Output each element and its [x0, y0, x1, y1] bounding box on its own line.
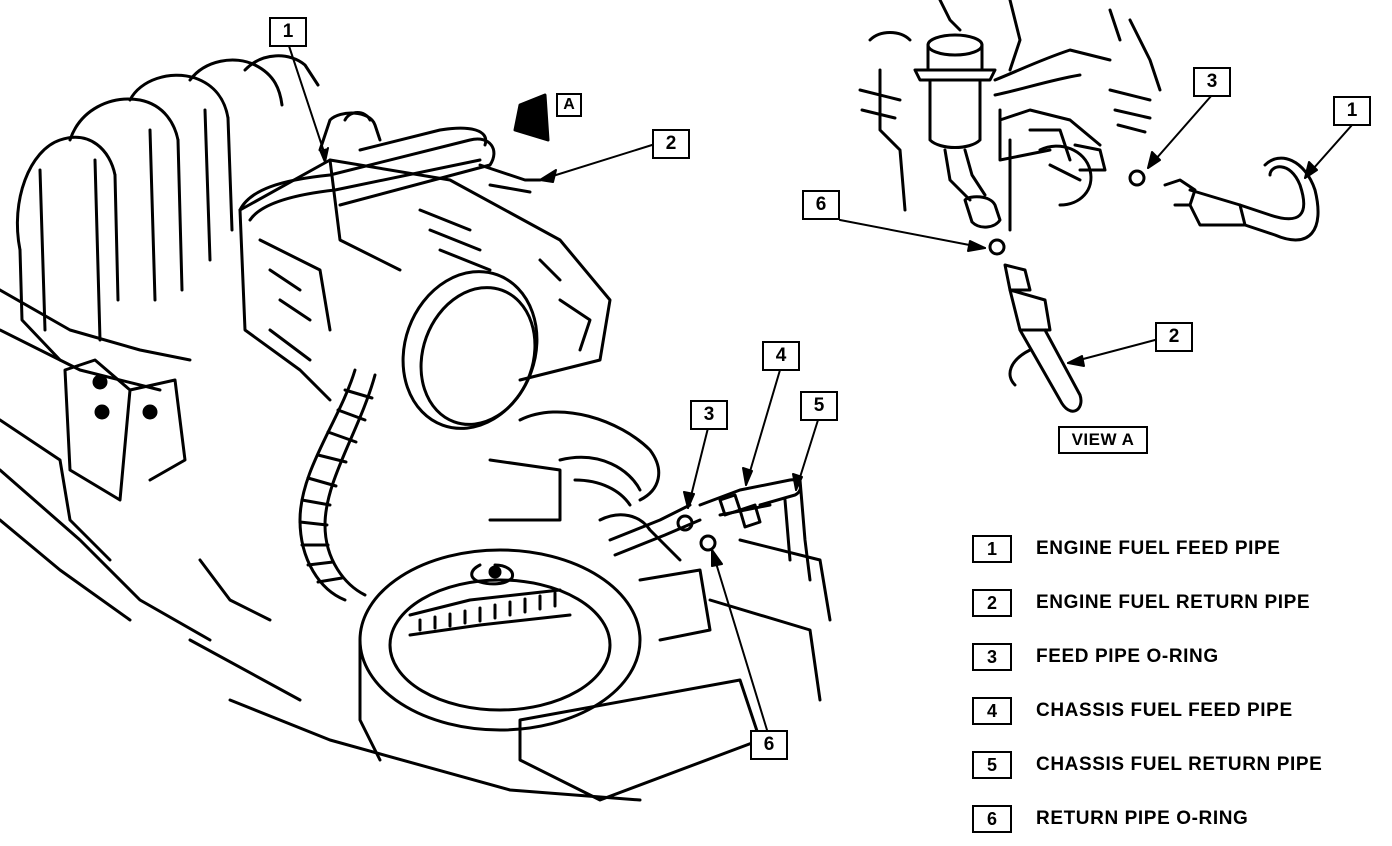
legend-label: RETURN PIPE O-RING [1036, 808, 1249, 829]
view-a-callout-2: 2 [1155, 322, 1193, 352]
pressure-regulator [913, 33, 1002, 229]
legend-label: ENGINE FUEL RETURN PIPE [1036, 592, 1311, 613]
legend-item: 1 ENGINE FUEL FEED PIPE [972, 522, 1382, 576]
pipe-fittings [608, 478, 812, 582]
legend-item: 2 ENGINE FUEL RETURN PIPE [972, 576, 1382, 630]
view-a-callout-1: 1 [1333, 96, 1371, 126]
legend-label: CHASSIS FUEL RETURN PIPE [1036, 754, 1323, 775]
engine-return-pipe-end [988, 238, 1083, 413]
view-a-leaders [839, 94, 1353, 367]
view-a-callout-3: 3 [1193, 67, 1231, 97]
view-a-marker: A [556, 93, 582, 117]
lower-body [188, 458, 832, 802]
legend-number: 4 [972, 697, 1012, 725]
mounting-bracket [0, 358, 212, 642]
legend-number: 2 [972, 589, 1012, 617]
view-a-callout-6: 6 [802, 190, 840, 220]
fuel-pipe-diagram [0, 0, 1353, 802]
throttle-body [238, 158, 661, 507]
legend-item: 6 RETURN PIPE O-RING [972, 792, 1382, 846]
main-leaders [288, 45, 819, 731]
vacuum-hose [298, 368, 377, 602]
legend-item: 3 FEED PIPE O-RING [972, 630, 1382, 684]
view-a-title: VIEW A [1058, 426, 1148, 454]
main-callout-6: 6 [750, 730, 788, 760]
engine-feed-pipe-end [1163, 156, 1320, 242]
legend-item: 5 CHASSIS FUEL RETURN PIPE [972, 738, 1382, 792]
legend-label: FEED PIPE O-RING [1036, 646, 1219, 667]
legend-number: 5 [972, 751, 1012, 779]
air-cleaner [358, 548, 642, 762]
legend-number: 6 [972, 805, 1012, 833]
main-callout-2: 2 [652, 129, 690, 159]
legend: 1 ENGINE FUEL FEED PIPE 2 ENGINE FUEL RE… [972, 522, 1382, 846]
view-a-arrow [513, 93, 550, 142]
engine-illustration [0, 45, 832, 802]
legend-number: 3 [972, 643, 1012, 671]
legend-number: 1 [972, 535, 1012, 563]
main-callout-3: 3 [690, 400, 728, 430]
main-callout-1: 1 [269, 17, 307, 47]
intake-plenum [0, 54, 320, 392]
main-callout-4: 4 [762, 341, 800, 371]
fuel-pipes [238, 111, 542, 222]
main-callout-5: 5 [800, 391, 838, 421]
legend-item: 4 CHASSIS FUEL FEED PIPE [972, 684, 1382, 738]
legend-label: ENGINE FUEL FEED PIPE [1036, 538, 1281, 559]
view-a-illustration [839, 0, 1353, 413]
legend-label: CHASSIS FUEL FEED PIPE [1036, 700, 1293, 721]
